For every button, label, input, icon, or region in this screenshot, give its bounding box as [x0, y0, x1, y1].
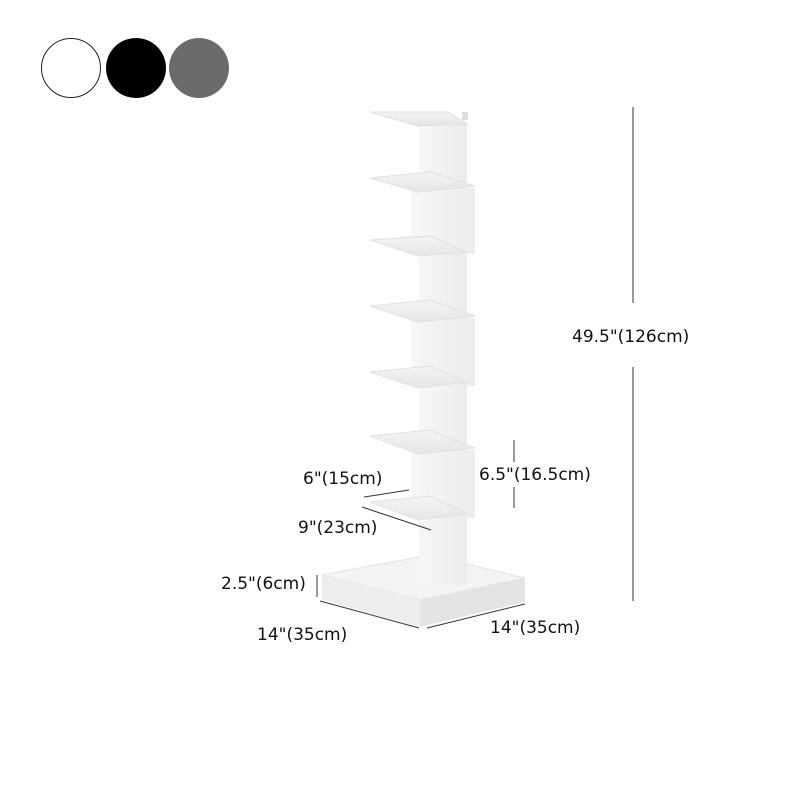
- base-width-label: 14"(35cm): [257, 625, 348, 645]
- color-swatch-white[interactable]: [41, 38, 101, 98]
- shelf-spacing-label: 6.5"(16.5cm): [479, 465, 591, 485]
- shelf-depth-label: 9"(23cm): [298, 518, 378, 538]
- base-height-label: 2.5"(6cm): [221, 574, 306, 594]
- shelf-width-label: 6"(15cm): [303, 469, 383, 489]
- shelves: [369, 111, 476, 521]
- color-swatch-black[interactable]: [106, 38, 166, 98]
- color-swatch-gray[interactable]: [169, 38, 229, 98]
- total-height-label: 49.5"(126cm): [572, 327, 690, 347]
- dimension-lines: [316, 107, 634, 629]
- base-depth-label: 14"(35cm): [490, 618, 581, 638]
